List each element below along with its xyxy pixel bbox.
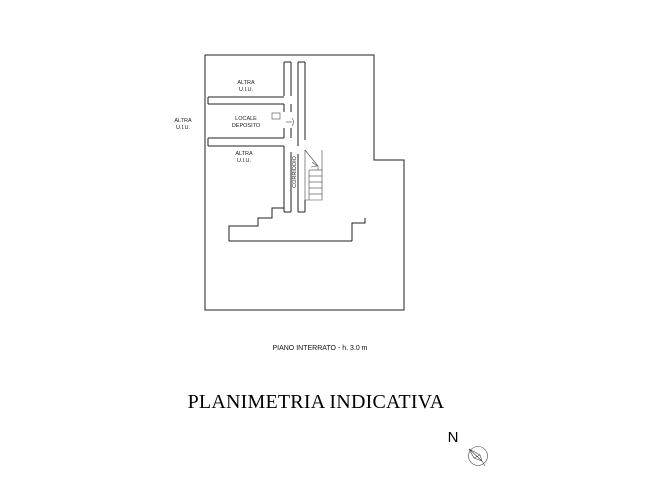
north-compass-icon — [468, 446, 488, 467]
room-label-altra-top-1: ALTRA — [237, 80, 255, 86]
room-label-deposito-2: DEPOSITO — [232, 123, 261, 129]
room-label-altra-bottom-2: U.I.U. — [237, 158, 252, 164]
stepped-walls — [228, 207, 366, 242]
central-wall — [283, 61, 292, 213]
outer-walls — [204, 54, 405, 311]
side-label-1: ALTRA — [174, 118, 192, 124]
side-label-2: U.I.U. — [176, 125, 191, 131]
north-label: N — [448, 429, 459, 446]
page-title: PLANIMETRIA INDICATIVA — [188, 391, 445, 413]
staircase — [304, 149, 323, 201]
corridor-label: CORRIDOIO — [292, 155, 298, 188]
room-label-altra-top-2: U.I.U. — [239, 87, 254, 93]
room-label-altra-bottom-1: ALTRA — [235, 151, 253, 157]
corridor-wall — [297, 61, 306, 213]
room-label-deposito-1: LOCALE — [235, 116, 257, 122]
room-partitions — [207, 96, 294, 147]
floor-label: PIANO INTERRATO - h. 3.0 m — [272, 345, 367, 352]
